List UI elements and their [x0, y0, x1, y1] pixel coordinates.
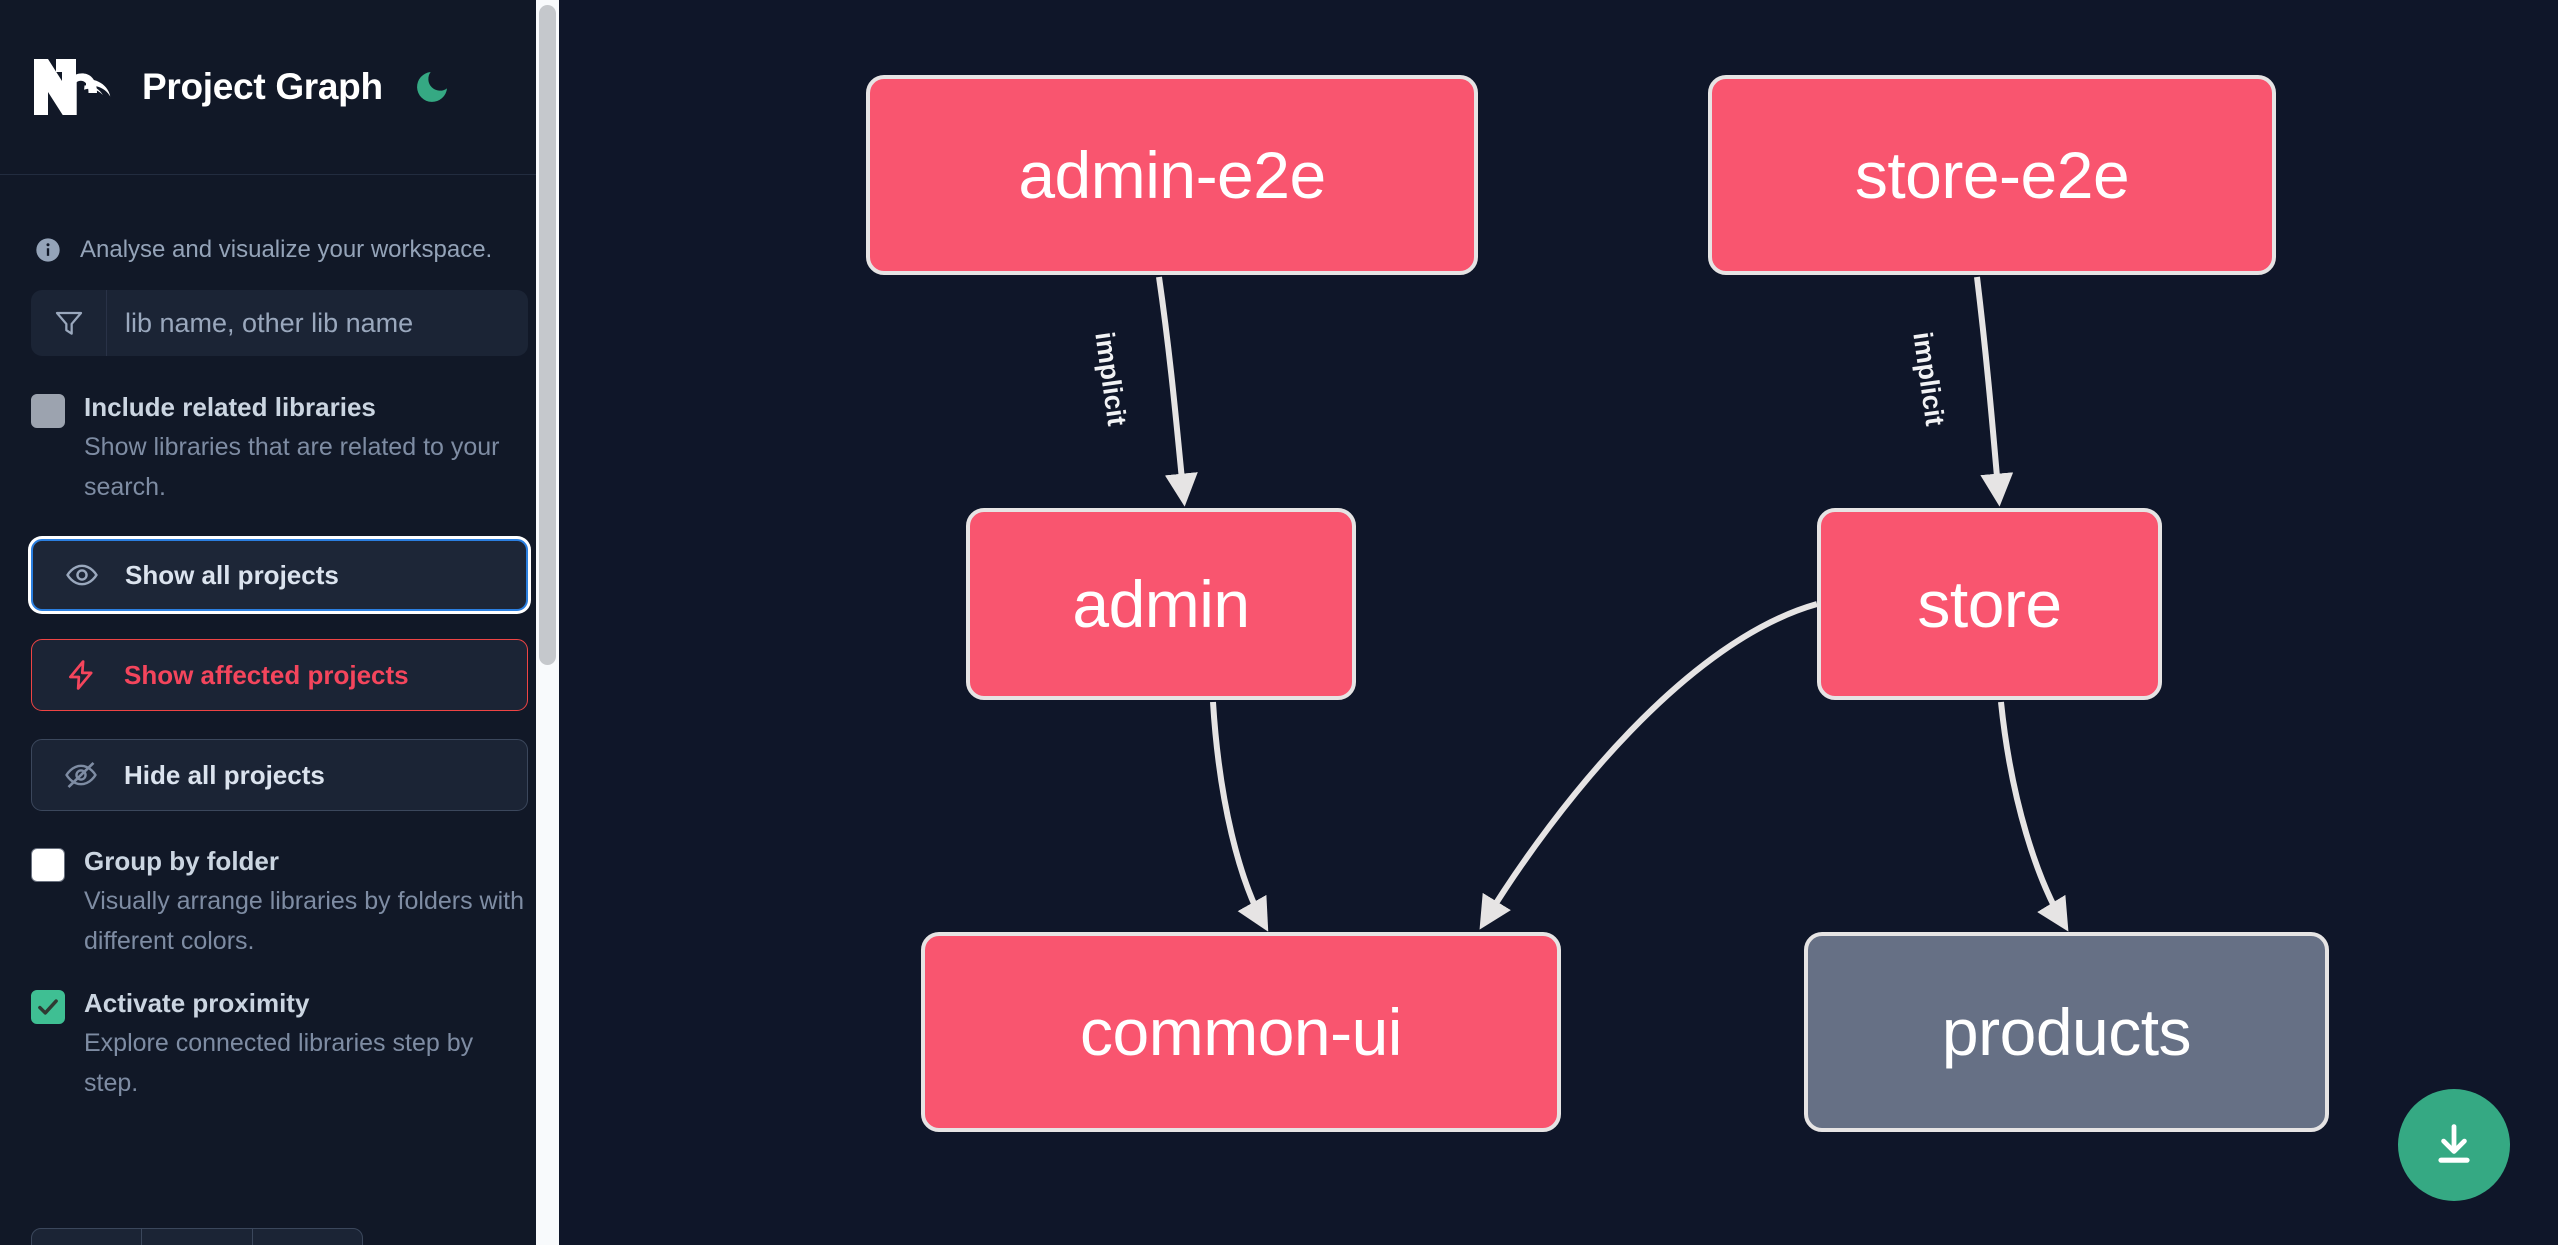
show-affected-projects-button[interactable]: Show affected projects — [31, 639, 528, 711]
hide-all-projects-button[interactable]: Hide all projects — [31, 739, 528, 811]
edge-admin-e2e-admin — [1156, 276, 1198, 507]
option-activate-proximity[interactable]: Activate proximity Explore connected lib… — [31, 983, 528, 1103]
eye-icon — [63, 556, 101, 594]
info-icon — [34, 236, 62, 264]
option-include-related-libraries[interactable]: Include related libraries Show libraries… — [31, 387, 528, 507]
sidebar-body: Include related libraries Show libraries… — [0, 290, 559, 1103]
proximity-decrease-button[interactable] — [32, 1229, 143, 1245]
search-input[interactable] — [107, 290, 528, 356]
node-label: store-e2e — [1854, 138, 2130, 212]
graph-edges — [1156, 276, 2069, 932]
node-label: common-ui — [1080, 995, 1402, 1069]
edge-admin-common-ui — [1210, 701, 1269, 932]
tagline-row: Analyse and visualize your workspace. — [0, 175, 559, 290]
graph-node-admin-e2e[interactable]: admin-e2e — [866, 75, 1478, 275]
graph-node-admin[interactable]: admin — [966, 508, 1356, 700]
edge-store-e2e-store — [1974, 276, 2014, 507]
show-all-projects-button[interactable]: Show all projects — [31, 539, 528, 611]
graph-node-store-e2e[interactable]: store-e2e — [1708, 75, 2276, 275]
moon-icon[interactable] — [409, 64, 455, 110]
page-title: Project Graph — [142, 66, 383, 107]
proximity-increase-button[interactable] — [253, 1229, 362, 1245]
sidebar-scrollbar-thumb[interactable] — [539, 5, 556, 665]
proximity-stepper-group[interactable] — [31, 1228, 363, 1245]
tagline-text: Analyse and visualize your workspace. — [80, 235, 493, 263]
node-label: admin-e2e — [1018, 138, 1326, 212]
option-label: Group by folder — [84, 846, 279, 876]
eye-off-icon — [62, 756, 100, 794]
sidebar: Project Graph Analyse and visualize your… — [0, 0, 559, 1245]
sidebar-header: Project Graph — [0, 0, 559, 175]
sidebar-scroll-area[interactable]: Project Graph Analyse and visualize your… — [0, 0, 559, 1245]
lightning-icon — [62, 656, 100, 694]
graph-node-store[interactable]: store — [1817, 508, 2162, 700]
node-label: products — [1941, 995, 2192, 1069]
button-label: Hide all projects — [124, 759, 325, 790]
download-button[interactable] — [2398, 1089, 2510, 1201]
edge-store-common-ui — [1479, 601, 1818, 930]
option-label: Include related libraries — [84, 392, 376, 422]
search-field-wrapper[interactable] — [31, 290, 528, 356]
button-label: Show affected projects — [124, 659, 409, 690]
node-label: admin — [1072, 567, 1250, 641]
nx-logo — [34, 56, 114, 118]
option-description: Show libraries that are related to your … — [84, 433, 500, 501]
button-label: Show all projects — [125, 559, 339, 590]
graph-node-products[interactable]: products — [1804, 932, 2329, 1132]
graph-node-common-ui[interactable]: common-ui — [921, 932, 1561, 1132]
graph-action-buttons: Show all projects Show affected projects — [31, 539, 528, 811]
checkbox-include-related-libraries[interactable] — [31, 394, 65, 428]
filter-icon — [31, 290, 107, 356]
option-group-by-folder[interactable]: Group by folder Visually arrange librari… — [31, 841, 528, 961]
node-label: store — [1917, 567, 2062, 641]
checkbox-activate-proximity[interactable] — [31, 990, 65, 1024]
proximity-value — [142, 1229, 253, 1245]
graph-canvas[interactable]: admin-e2e store-e2e admin store common-u… — [559, 0, 2558, 1245]
option-label: Activate proximity — [84, 988, 310, 1018]
checkbox-group-by-folder[interactable] — [31, 848, 65, 882]
download-icon — [2438, 1124, 2470, 1163]
option-description: Explore connected libraries step by step… — [84, 1029, 474, 1097]
edge-store-products — [1998, 701, 2069, 932]
option-description: Visually arrange libraries by folders wi… — [84, 887, 525, 955]
sidebar-scrollbar[interactable] — [536, 0, 559, 1245]
